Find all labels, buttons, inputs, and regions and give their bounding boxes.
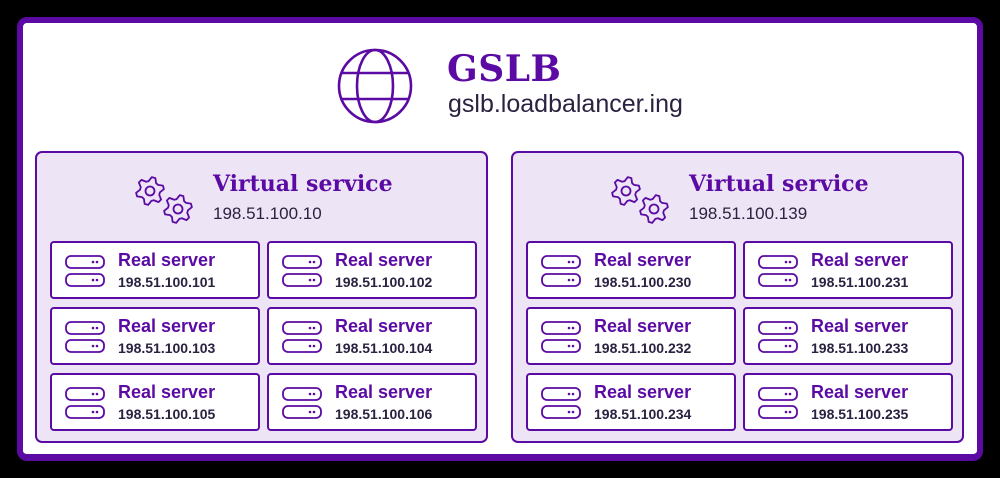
server-icon: [541, 321, 581, 353]
real-server-card: Real server 198.51.100.105: [50, 373, 260, 431]
real-server-card: Real server 198.51.100.230: [526, 241, 736, 299]
real-server-card: Real server 198.51.100.101: [50, 241, 260, 299]
virtual-service-title: Virtual service: [213, 171, 393, 197]
server-icon: [541, 255, 581, 287]
real-server-title: Real server: [594, 316, 692, 336]
real-server-title: Real server: [811, 382, 909, 402]
real-server-ip: 198.51.100.232: [594, 340, 692, 356]
virtual-service-ip: 198.51.100.139: [689, 204, 808, 223]
real-server-ip: 198.51.100.103: [118, 340, 216, 356]
real-server-card: Real server 198.51.100.234: [526, 373, 736, 431]
server-icon: [282, 255, 322, 287]
real-server-title: Real server: [335, 382, 433, 402]
real-server-card: Real server 198.51.100.232: [526, 307, 736, 365]
gslb-title: GSLB: [447, 48, 562, 90]
server-icon: [541, 387, 581, 419]
real-server-ip: 198.51.100.230: [594, 274, 692, 290]
real-server-ip: 198.51.100.101: [118, 274, 216, 290]
gears-icon: [611, 176, 669, 224]
real-server-ip: 198.51.100.231: [811, 274, 909, 290]
virtual-service-ip: 198.51.100.10: [213, 204, 322, 223]
server-icon: [758, 255, 798, 287]
real-server-title: Real server: [811, 316, 909, 336]
real-server-ip: 198.51.100.106: [335, 406, 433, 422]
real-server-ip: 198.51.100.104: [335, 340, 433, 356]
virtual-service-panel: Virtual service 198.51.100.10 Real server…: [35, 151, 488, 443]
real-server-title: Real server: [118, 316, 216, 336]
gslb-hostname: gslb.loadbalancer.ing: [448, 90, 683, 118]
virtual-service-panel: Virtual service 198.51.100.139 Real serve…: [511, 151, 964, 443]
real-server-card: Real server 198.51.100.104: [267, 307, 477, 365]
server-icon: [758, 321, 798, 353]
server-icon: [282, 321, 322, 353]
real-server-card: Real server 198.51.100.233: [743, 307, 953, 365]
virtual-service-title: Virtual service: [689, 171, 869, 197]
real-server-card: Real server 198.51.100.106: [267, 373, 477, 431]
real-server-title: Real server: [118, 250, 216, 270]
real-server-ip: 198.51.100.105: [118, 406, 216, 422]
gslb-header: GSLB gslb.loadbalancer.ing: [0, 0, 1000, 140]
globe-icon: [337, 48, 413, 124]
real-server-title: Real server: [811, 250, 909, 270]
real-server-title: Real server: [118, 382, 216, 402]
server-icon: [282, 387, 322, 419]
real-server-card: Real server 198.51.100.235: [743, 373, 953, 431]
real-server-ip: 198.51.100.233: [811, 340, 909, 356]
real-server-title: Real server: [335, 316, 433, 336]
gears-icon: [135, 176, 193, 224]
real-server-card: Real server 198.51.100.103: [50, 307, 260, 365]
real-server-ip: 198.51.100.235: [811, 406, 909, 422]
real-server-card: Real server 198.51.100.231: [743, 241, 953, 299]
real-server-title: Real server: [594, 250, 692, 270]
real-server-ip: 198.51.100.234: [594, 406, 692, 422]
real-server-title: Real server: [594, 382, 692, 402]
real-server-card: Real server 198.51.100.102: [267, 241, 477, 299]
real-server-title: Real server: [335, 250, 433, 270]
server-icon: [758, 387, 798, 419]
server-icon: [65, 321, 105, 353]
real-server-ip: 198.51.100.102: [335, 274, 433, 290]
server-icon: [65, 387, 105, 419]
server-icon: [65, 255, 105, 287]
